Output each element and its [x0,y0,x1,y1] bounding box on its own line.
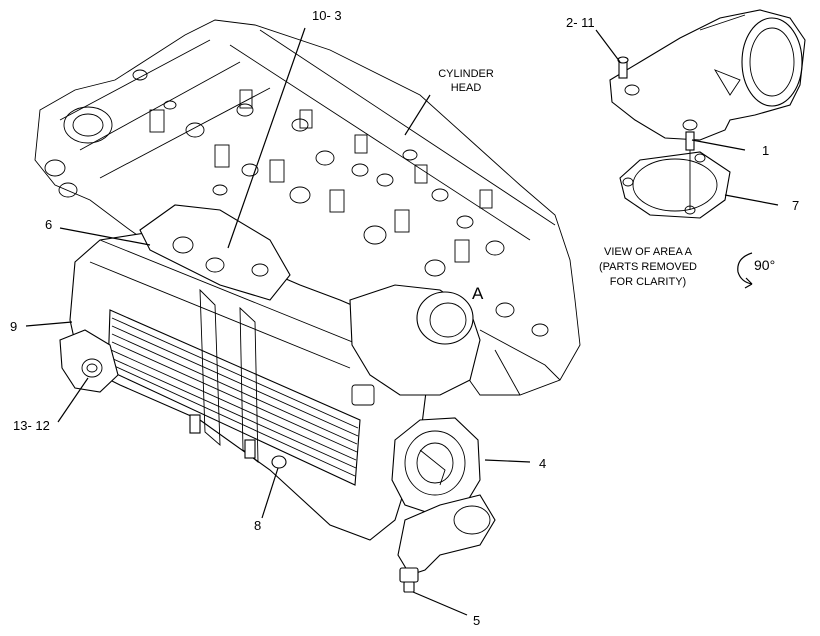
egr-cooler-drawing [59,204,496,593]
area-a-marker: A [472,284,484,303]
callout-9: 9 [10,319,17,334]
view-caption-line3: FOR CLARITY) [610,276,686,288]
rotation-degree-label: 90° [754,257,775,273]
callout-labels: 10- 3 2- 11 1 7 6 9 13- 12 4 8 5 CYLINDE… [10,8,799,628]
view-caption-line1: VIEW OF AREA A [604,246,693,258]
rotation-arrow-icon [737,252,753,289]
callout-8: 8 [254,518,261,533]
callout-13-12: 13- 12 [13,418,50,433]
callout-2-11: 2- 11 [566,15,595,30]
cylinder-head-label-line1: CYLINDER [438,68,494,80]
callout-10-3: 10- 3 [312,8,342,23]
callout-7: 7 [792,198,799,213]
view-caption-line2: (PARTS REMOVED [599,261,697,273]
callout-6: 6 [45,217,52,232]
callout-4: 4 [539,456,546,471]
cylinder-head-label-line2: HEAD [451,82,482,94]
leader-lines [25,27,779,616]
callout-1: 1 [762,143,769,158]
callout-5: 5 [473,613,480,628]
inset-area-a-drawing [609,9,806,219]
